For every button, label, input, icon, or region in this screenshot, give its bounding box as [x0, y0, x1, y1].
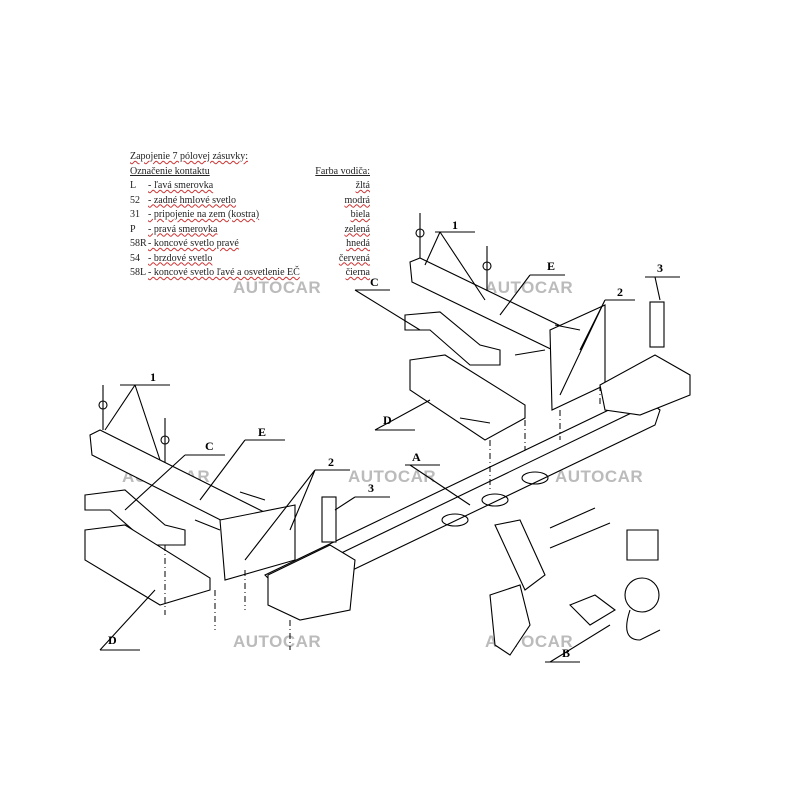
bolts — [98, 213, 611, 549]
watermark: AUTOCAR — [233, 278, 322, 297]
legend-color: biela — [350, 209, 370, 220]
legend-color: čierna — [345, 267, 370, 278]
legend-code: 52 — [130, 194, 140, 206]
centerlines — [164, 385, 601, 650]
watermark: AUTOCAR — [348, 467, 437, 486]
legend-desc: - zadné hmlové svetlo — [148, 194, 237, 206]
legend-code: 58L — [130, 267, 147, 278]
legend-col-contact: Označenie kontaktu — [130, 165, 210, 177]
legend-desc: - ľavá smerovka — [148, 180, 214, 191]
spacer-sleeves — [267, 301, 691, 621]
label-2-left: 2 — [328, 455, 334, 469]
socket-plate — [489, 584, 531, 656]
label-d-right: D — [383, 413, 392, 427]
label-b: B — [562, 646, 570, 660]
legend-code: P — [130, 223, 136, 235]
legend-row: 58R- koncové svetlo pravé hnedá — [130, 237, 370, 252]
label-e-left: E — [258, 425, 266, 439]
label-e-right: E — [547, 259, 555, 273]
legend-row: P - pravá smerovka zelená — [130, 223, 370, 238]
label-c-right: C — [370, 275, 379, 289]
label-1-right: 1 — [452, 218, 458, 232]
legend-title: Zapojenie 7 pólovej zásuvky: — [130, 151, 249, 162]
legend-color: žltá — [355, 180, 370, 191]
callouts: 1 1 C C E E D D 2 2 3 3 A B — [99, 218, 680, 663]
legend-code: 58R — [130, 238, 147, 249]
label-2-right: 2 — [617, 285, 623, 299]
watermark: AUTOCAR — [555, 467, 644, 486]
label-d-left: D — [108, 633, 117, 647]
label-c-left: C — [205, 439, 214, 453]
legend-row: 52 - zadné hmlové svetlo modrá — [130, 194, 370, 209]
legend-row: 58L- koncové svetlo ľavé a osvetlenie EČ… — [130, 266, 370, 281]
label-a: A — [412, 450, 421, 464]
legend-color: hnedá — [346, 238, 370, 249]
legend-desc: - brzdové svetlo — [148, 252, 213, 264]
watermark: AUTOCAR — [485, 278, 574, 297]
right-side-bracket-e — [404, 257, 606, 441]
legend-code: 31 — [130, 209, 140, 220]
legend-code: L — [130, 180, 137, 191]
legend-code: 54 — [130, 252, 140, 264]
watermark: AUTOCAR — [233, 632, 322, 651]
legend-row: L - ľavá smerovka žltá — [130, 179, 370, 194]
wiring-legend: Zapojenie 7 pólovej zásuvky: Označenie k… — [130, 150, 370, 281]
legend-row: 54 - brzdové svetlo červená — [130, 252, 370, 267]
left-side-bracket-e — [84, 429, 296, 606]
legend-desc: - koncové svetlo ľavé a osvetlenie EČ — [148, 267, 300, 278]
tow-ball-b — [569, 529, 661, 641]
legend-color: červená — [338, 252, 370, 264]
legend-row: 31 - pripojenie na zem (kostra) biela — [130, 208, 370, 223]
legend-desc: - pravá smerovka — [148, 223, 218, 235]
legend-desc: - pripojenie na zem (kostra) — [148, 209, 260, 220]
legend-col-color: Farba vodiča: — [315, 165, 370, 177]
label-3-left: 3 — [368, 481, 374, 495]
legend-color: zelená — [344, 223, 370, 235]
legend-header: Označenie kontaktu Farba vodiča: — [130, 165, 370, 180]
legend-color: modrá — [344, 194, 370, 206]
legend-desc: - koncové svetlo pravé — [148, 238, 239, 249]
label-1-left: 1 — [150, 370, 156, 384]
label-3-right: 3 — [657, 261, 663, 275]
